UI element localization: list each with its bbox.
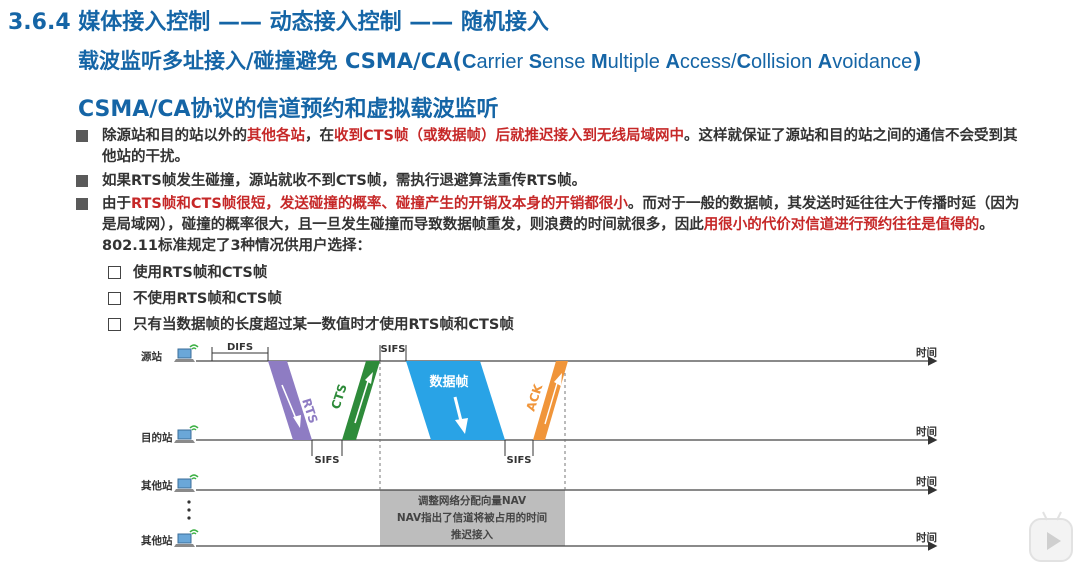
subtitle-close: ) bbox=[912, 49, 922, 73]
topic-title: CSMA/CA协议的信道预约和虚拟载波监听 bbox=[78, 97, 499, 122]
subtitle-rest: voidance bbox=[832, 51, 913, 73]
bullet-other-stations: 除源站和目的站以外的其他各站，在收到CTS帧（或数据帧）后就推迟接入到无线局域网… bbox=[76, 126, 1026, 168]
square-bullet-icon bbox=[76, 175, 88, 187]
ellipsis-dot bbox=[187, 500, 191, 504]
laptop-wifi-icon bbox=[174, 344, 199, 362]
subtitle-cap: S bbox=[528, 51, 543, 73]
ellipsis-dot bbox=[187, 516, 191, 520]
section-title: 3.6.4 媒体接入控制 —— 动态接入控制 —— 随机接入 bbox=[8, 10, 549, 35]
square-bullet-icon bbox=[76, 198, 88, 210]
ellipsis-dot bbox=[187, 508, 191, 512]
ack-arrowhead-icon bbox=[554, 373, 562, 386]
bullet-rts-collision: 如果RTS帧发生碰撞，源站就收不到CTS帧，需执行退避算法重传RTS帧。 bbox=[76, 171, 1026, 192]
subtitle-rest: ollision bbox=[751, 51, 818, 73]
option-no-rts-cts: 不使用RTS帧和CTS帧 bbox=[108, 289, 282, 309]
bullet-text: 如果RTS帧发生碰撞，源站就收不到CTS帧，需执行退避算法重传RTS帧。 bbox=[102, 173, 587, 189]
bullet-highlight: 用很小的代价对信道进行预约往往是值得的 bbox=[703, 217, 980, 233]
station-label-source: 源站 bbox=[141, 350, 162, 363]
cts-arrow-icon bbox=[354, 377, 370, 424]
nav-line: 推迟接入 bbox=[451, 528, 493, 541]
nav-line: 调整网络分配向量NAV bbox=[418, 494, 527, 507]
laptop-wifi-icon bbox=[174, 529, 199, 547]
cts-frame bbox=[342, 361, 380, 440]
rts-arrowhead-icon bbox=[293, 415, 301, 428]
square-bullet-icon bbox=[76, 130, 88, 142]
sifs-label: SIFS bbox=[381, 344, 406, 355]
subtitle-rest: ultiple bbox=[607, 51, 666, 73]
cts-label: CTS bbox=[329, 382, 350, 411]
sifs-label: SIFS bbox=[507, 455, 532, 466]
subtitle-cap: A bbox=[817, 51, 833, 73]
play-icon bbox=[1047, 532, 1061, 550]
bullet-highlight: 收到CTS帧（或数据帧）后就推迟接入到无线局域网中 bbox=[334, 128, 684, 144]
bullet-text: 由于 bbox=[102, 196, 131, 212]
station-label-other: 其他站 bbox=[141, 534, 173, 547]
cts-arrowhead-icon bbox=[365, 372, 373, 384]
subtitle-cap: A bbox=[665, 51, 680, 73]
option-threshold-rts-cts: 只有当数据帧的长度超过某一数值时才使用RTS帧和CTS帧 bbox=[108, 315, 514, 335]
bullet-highlight: 其他各站 bbox=[247, 128, 305, 144]
subtitle-cap: C bbox=[462, 51, 477, 73]
subtitle-csma-ca: 载波监听多址接入/碰撞避免 CSMA/CA(Carrier Sense Mult… bbox=[78, 45, 922, 75]
bullet-text: 除源站和目的站以外的 bbox=[102, 128, 247, 144]
rts-frame bbox=[268, 361, 312, 440]
checkbox-icon bbox=[108, 266, 121, 279]
time-label: 时间 bbox=[916, 475, 937, 488]
laptop-wifi-icon bbox=[174, 425, 199, 443]
time-label: 时间 bbox=[916, 346, 937, 359]
nav-box bbox=[380, 490, 565, 546]
subtitle-rest: ense bbox=[542, 51, 591, 73]
laptop-wifi-icon bbox=[174, 474, 199, 492]
subtitle-cn: 载波监听多址接入/碰撞避免 CSMA/CA( bbox=[78, 49, 462, 73]
play-button[interactable] bbox=[1029, 511, 1073, 562]
bullet-text: ，在 bbox=[305, 128, 334, 144]
bullet-text: 。这样就保证了源站和目的站之间的通信不会受到其他站的干扰。 bbox=[102, 128, 1018, 165]
ack-arrow-icon bbox=[544, 379, 559, 425]
time-label: 时间 bbox=[916, 425, 937, 438]
checkbox-icon bbox=[108, 292, 121, 305]
subtitle-cap: M bbox=[590, 51, 608, 73]
data-arrowhead-icon bbox=[455, 418, 468, 434]
station-label-destination: 目的站 bbox=[141, 431, 173, 444]
checkbox-icon bbox=[108, 318, 121, 331]
station-label-other: 其他站 bbox=[141, 479, 173, 492]
rts-arrow-icon bbox=[281, 384, 298, 422]
option-use-rts-cts: 使用RTS帧和CTS帧 bbox=[108, 263, 267, 283]
option-label: 使用RTS帧和CTS帧 bbox=[133, 265, 268, 281]
difs-label: DIFS bbox=[227, 342, 253, 353]
subtitle-rest: arrier bbox=[476, 51, 529, 73]
ack-label: ACK bbox=[524, 382, 546, 413]
tv-ears-icon bbox=[1042, 511, 1062, 521]
bullet-text: 。而对于一般的数据帧，其发送时延往往大于传播时延（因为是局域网），碰撞的概率很大… bbox=[102, 196, 1020, 233]
bullet-rts-cts-short: 由于RTS帧和CTS帧很短，发送碰撞的概率、碰撞产生的开销及本身的开销都很小。而… bbox=[76, 194, 1026, 257]
data-frame-label: 数据帧 bbox=[429, 374, 468, 390]
bullet-text: 。802.11标准规定了3种情况供用户选择： bbox=[102, 217, 994, 254]
sifs-label: SIFS bbox=[315, 455, 340, 466]
bullet-highlight: RTS帧和CTS帧很短，发送碰撞的概率、碰撞产生的开销及本身的开销都很小 bbox=[131, 196, 628, 212]
subtitle-cap: C bbox=[736, 51, 752, 73]
nav-line: NAV指出了信道将被占用的时间 bbox=[397, 511, 547, 524]
option-label: 只有当数据帧的长度超过某一数值时才使用RTS帧和CTS帧 bbox=[133, 317, 514, 333]
time-label: 时间 bbox=[916, 531, 937, 544]
option-label: 不使用RTS帧和CTS帧 bbox=[133, 291, 282, 307]
subtitle-rest: ccess/ bbox=[679, 51, 737, 73]
